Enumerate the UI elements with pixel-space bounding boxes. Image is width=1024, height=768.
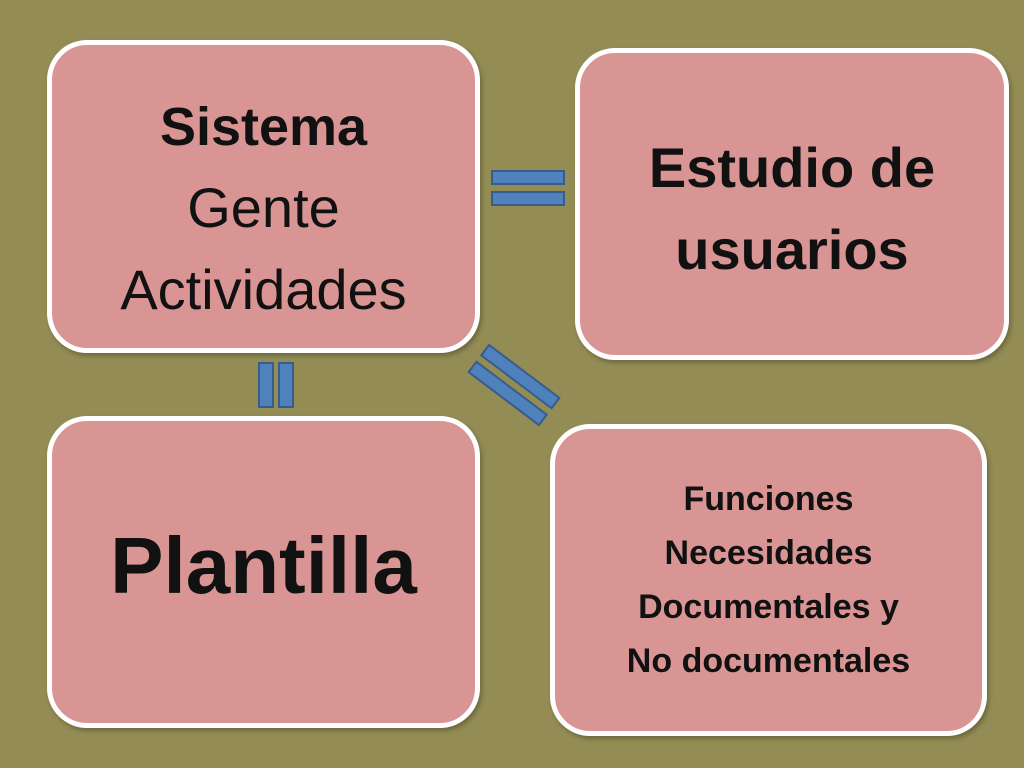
- equals-connector-diagonal: [467, 343, 561, 427]
- sistema-title: Sistema: [159, 97, 368, 157]
- sistema-line-gente: Gente: [187, 176, 340, 239]
- funciones-line-1: Funciones: [683, 480, 854, 518]
- estudio-box: Estudio de usuarios: [575, 48, 1009, 360]
- funciones-box: Funciones Necesidades Documentales y No …: [550, 424, 987, 736]
- equals-bar-right: [278, 362, 294, 408]
- equals-bar-top: [491, 170, 565, 185]
- plantilla-title: Plantilla: [110, 521, 417, 610]
- equals-connector-vertical: [258, 362, 294, 408]
- estudio-line-2: usuarios: [675, 218, 909, 281]
- funciones-line-2: Necesidades: [664, 534, 873, 572]
- equals-connector-horizontal: [491, 170, 565, 206]
- funciones-line-3: Documentales y: [638, 588, 899, 626]
- sistema-box: Sistema Gente Actividades: [47, 40, 480, 353]
- plantilla-box: Plantilla: [47, 416, 480, 728]
- funciones-line-4: No documentales: [626, 642, 911, 680]
- equals-bar-diag-bottom: [467, 360, 549, 427]
- sistema-line-actividades: Actividades: [120, 258, 407, 321]
- equals-bar-bottom: [491, 191, 565, 206]
- equals-bar-left: [258, 362, 274, 408]
- equals-bar-diag-top: [479, 343, 561, 410]
- estudio-line-1: Estudio de: [648, 136, 936, 199]
